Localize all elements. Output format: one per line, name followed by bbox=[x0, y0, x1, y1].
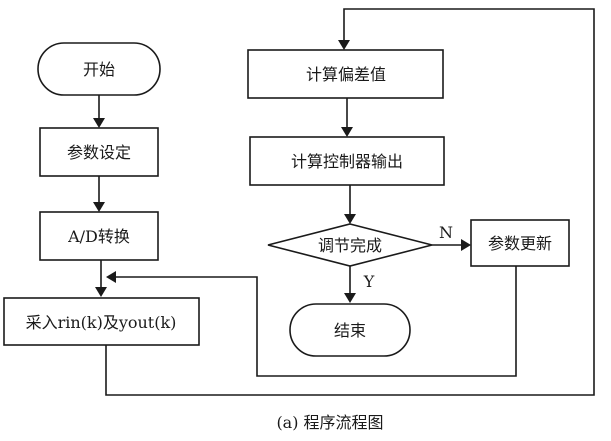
arrow-head bbox=[93, 118, 105, 128]
figure-caption: (a) 程序流程图 bbox=[276, 413, 383, 432]
node-decision: 调节完成 bbox=[267, 223, 433, 267]
edge-param-update-to-sample bbox=[114, 266, 517, 377]
node-ad-convert: A/D转换 bbox=[39, 211, 159, 261]
arrow-head bbox=[344, 293, 356, 303]
edge-label-no: N bbox=[439, 223, 453, 242]
arrow-head bbox=[95, 287, 107, 297]
param-update-box bbox=[470, 219, 570, 267]
node-sample: 采入rin(k)及yout(k) bbox=[3, 297, 200, 346]
arrow-head bbox=[338, 40, 350, 50]
sample-label: 采入rin(k)及yout(k) bbox=[26, 313, 177, 332]
edge-sample-to-calc-error bbox=[105, 8, 595, 396]
node-param-set: 参数设定 bbox=[39, 127, 159, 177]
arrow-head bbox=[93, 202, 105, 212]
sample-box bbox=[3, 297, 200, 346]
node-param-update: 参数更新 bbox=[470, 219, 570, 267]
param-update-label: 参数更新 bbox=[488, 234, 552, 253]
arrow-head bbox=[344, 214, 356, 224]
ad-convert-box bbox=[39, 211, 159, 261]
calc-error-box bbox=[247, 49, 444, 99]
ad-convert-label: A/D转换 bbox=[67, 227, 130, 246]
end-terminator-shape bbox=[289, 303, 411, 357]
calc-error-label: 计算偏差值 bbox=[306, 65, 386, 84]
arrow-head bbox=[106, 271, 116, 283]
param-set-label: 参数设定 bbox=[67, 143, 131, 162]
decision-label: 调节完成 bbox=[318, 236, 382, 255]
arrow-head bbox=[461, 239, 471, 251]
param-set-box bbox=[39, 127, 159, 177]
end-label: 结束 bbox=[334, 321, 366, 340]
node-calc-error: 计算偏差值 bbox=[247, 49, 444, 99]
node-end: 结束 bbox=[289, 303, 411, 357]
node-start: 开始 bbox=[37, 42, 161, 96]
node-calc-output: 计算控制器输出 bbox=[249, 136, 445, 186]
calc-output-box bbox=[249, 136, 445, 186]
start-label: 开始 bbox=[83, 60, 115, 79]
calc-output-label: 计算控制器输出 bbox=[291, 152, 403, 171]
edge-label-yes: Y bbox=[363, 272, 375, 291]
arrow-head bbox=[341, 127, 353, 137]
